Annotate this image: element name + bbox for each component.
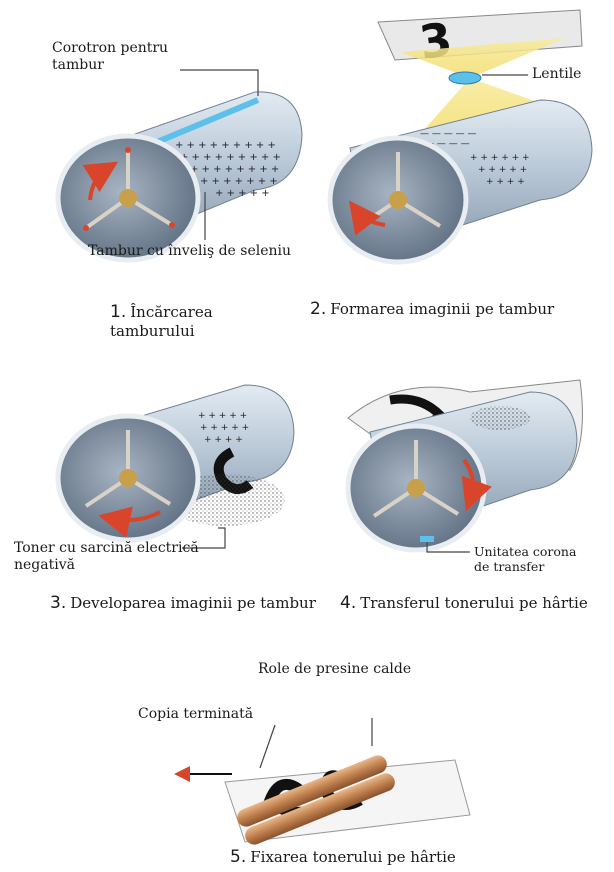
svg-text:+ + + + +: + + + + + [478,165,527,175]
lentile-label: Lentile [532,66,581,83]
step-1-caption: 1.Încărcarea tamburului [110,303,270,341]
unitatea-label: Unitatea corona de transfer [474,544,584,574]
svg-text:+ + + +: + + + + [204,435,243,445]
step-3-caption: 3.Developarea imaginii pe tambur [50,594,320,613]
toner-label: Toner cu sarcină electrică negativă [14,540,214,574]
step-2-caption: 2.Formarea imaginii pe tambur [310,300,570,319]
step-4-caption: 4.Transferul tonerului pe hârtie [340,594,600,613]
svg-text:+ + + + + + + + +: + + + + + + + + + [175,140,276,151]
svg-text:+ + + + +: + + + + + [215,188,270,199]
transfer-corona [420,536,434,542]
svg-text:+ + + +: + + + + [486,177,525,187]
svg-text:+ + + + + + +: + + + + + + + [200,176,278,187]
copia-label: Copia terminată [138,706,253,723]
svg-text:+ + + + +: + + + + + [198,411,247,421]
copia-leader [260,725,275,768]
svg-text:+ + + + + + + +: + + + + + + + + [190,164,279,175]
drum-4 [348,380,582,550]
svg-text:— — — — —: — — — — — [420,129,476,139]
svg-text:+ + + + + + + + +: + + + + + + + + + [180,152,281,163]
role-label: Role de presine calde [258,661,411,678]
svg-text:+ + + + +: + + + + + [200,423,249,433]
drum-2: 3 — — — — — — — — — + + + + + + + + + + … [330,10,592,262]
lens [449,72,481,84]
step-5-caption: 5.Fixarea tonerului pe hârtie [230,848,590,867]
fuser [180,718,470,847]
drum-3: + + + + + + + + + + + + + + [58,385,294,540]
drum-1: + + + + + + + + + + + + + + + + + + + + … [58,92,302,260]
tambur-label: Tambur cu înveliş de seleniu [88,243,328,260]
svg-text:+ + + + + +: + + + + + + [470,153,530,163]
corotron-label: Corotron pentru tambur [52,40,222,74]
hub [119,189,137,207]
